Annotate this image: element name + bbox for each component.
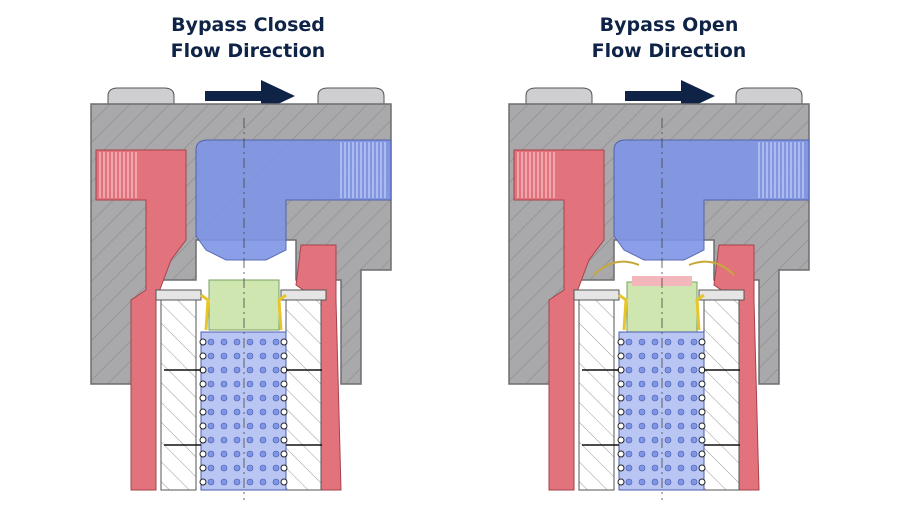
cross-section-group	[508, 87, 810, 500]
filter-cap-right	[280, 289, 327, 301]
spring-clip-right	[277, 293, 287, 331]
outlet-channel	[195, 139, 392, 261]
bypass-closed-caption: Bypass Closed Flow Direction	[128, 12, 368, 64]
filter-cap-right	[698, 289, 745, 301]
panel-title: Bypass Open	[599, 14, 739, 36]
filter-cap-left	[155, 289, 202, 301]
filter-wall-right	[285, 299, 322, 491]
filter-wall-right	[703, 299, 740, 491]
outlet-channel	[613, 139, 810, 261]
bypass-open-cross-section	[508, 87, 810, 500]
spring-clip-left	[200, 293, 210, 331]
inlet-channel	[513, 149, 605, 491]
bypass-closed-cross-section	[90, 87, 392, 500]
panel-title: Bypass Closed	[171, 14, 325, 36]
spring-clip-left	[618, 293, 628, 331]
filter-cap-left	[573, 289, 620, 301]
bypass-closed-panel: Bypass Closed Flow Direction	[90, 12, 392, 500]
inlet-channel	[95, 149, 187, 491]
flow-path-right	[688, 260, 735, 276]
filter-core	[200, 331, 287, 491]
bolt-cap-left	[107, 87, 175, 105]
panel-subtitle: Flow Direction	[591, 40, 747, 62]
filter-wall-left	[578, 299, 615, 491]
spring-clip-right	[695, 293, 705, 331]
bolt-cap-right	[317, 87, 385, 105]
bolt-cap-right	[735, 87, 803, 105]
filter-wall-left	[160, 299, 197, 491]
bolt-cap-left	[525, 87, 593, 105]
bypass-open-caption: Bypass Open Flow Direction	[549, 12, 789, 64]
flow-path-left	[593, 260, 640, 276]
panel-subtitle: Flow Direction	[170, 40, 326, 62]
bypass-open-panel: Bypass Open Flow Direction	[457, 0, 914, 514]
cross-section-group	[90, 87, 392, 500]
